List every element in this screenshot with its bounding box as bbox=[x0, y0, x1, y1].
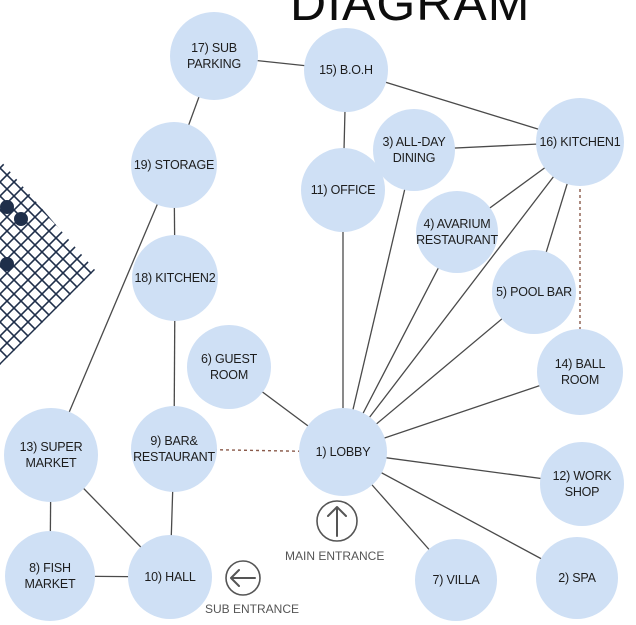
edge-n1-n2 bbox=[342, 451, 578, 579]
node-label: 18) KITCHEN2 bbox=[135, 271, 216, 285]
grid-line bbox=[0, 160, 95, 365]
node-label: 10) HALL bbox=[144, 570, 195, 584]
grid-line bbox=[0, 160, 61, 365]
grid-line bbox=[0, 160, 95, 365]
node-circle bbox=[4, 408, 98, 502]
node-n19: 19) STORAGE bbox=[131, 122, 217, 208]
node-label: 2) SPA bbox=[558, 571, 596, 585]
node-circle bbox=[536, 537, 618, 619]
node-label: RESTAURANT bbox=[416, 233, 498, 247]
grid-line bbox=[0, 160, 95, 365]
arrow-up-icon bbox=[327, 506, 347, 537]
node-circle bbox=[5, 531, 95, 621]
grid-dot bbox=[14, 212, 28, 226]
node-circle bbox=[415, 539, 497, 621]
node-label: 13) SUPER bbox=[20, 440, 83, 454]
node-n12: 12) WORK SHOP bbox=[540, 442, 624, 526]
node-label: DINING bbox=[393, 151, 436, 165]
grid-line bbox=[0, 160, 95, 365]
node-label: 1) LOBBY bbox=[316, 445, 372, 459]
node-label: 5) POOL BAR bbox=[496, 285, 572, 299]
node-n3: 3) ALL-DAY DINING bbox=[373, 109, 455, 191]
node-label: PARKING bbox=[187, 57, 241, 71]
grid-line bbox=[0, 160, 47, 365]
node-circle bbox=[301, 148, 385, 232]
node-label: 14) BALL bbox=[555, 357, 606, 371]
edge-n1-n3 bbox=[342, 149, 415, 453]
edge-n19-n13 bbox=[50, 164, 175, 456]
edge-n1-n16 bbox=[342, 141, 581, 453]
node-label: MARKET bbox=[26, 456, 77, 470]
node-n18: 18) KITCHEN2 bbox=[132, 235, 218, 321]
arrow-left-icon bbox=[230, 569, 256, 587]
node-n14: 14) BALL ROOM bbox=[537, 329, 623, 415]
node-label: ROOM bbox=[210, 368, 248, 382]
node-circle bbox=[537, 329, 623, 415]
node-n15: 15) B.O.H bbox=[304, 28, 388, 112]
main-entrance-label: MAIN ENTRANCE bbox=[285, 549, 384, 563]
node-circle bbox=[492, 250, 576, 334]
node-layer: 1) LOBBY 2) SPA 3) ALL-DAY DINING 4) AVARIUM… bbox=[4, 12, 624, 621]
node-label: 8) FISH bbox=[29, 561, 71, 575]
diagram-title: DIAGRAM bbox=[290, 0, 530, 31]
node-label: 17) SUB bbox=[191, 41, 237, 55]
node-label: 4) AVARIUM bbox=[424, 217, 491, 231]
node-circle bbox=[131, 122, 217, 208]
node-label: 19) STORAGE bbox=[134, 158, 214, 172]
node-circle bbox=[299, 408, 387, 496]
grid-line bbox=[0, 160, 95, 365]
node-n8: 8) FISH MARKET bbox=[5, 531, 95, 621]
grid-line bbox=[0, 160, 95, 365]
grid-dot bbox=[0, 257, 14, 271]
node-n11: 11) OFFICE bbox=[301, 148, 385, 232]
node-label: MARKET bbox=[25, 577, 76, 591]
node-label: 7) VILLA bbox=[432, 573, 480, 587]
grid-line bbox=[0, 160, 95, 365]
node-n4: 4) AVARIUM RESTAURANT bbox=[416, 191, 499, 273]
node-n17: 17) SUB PARKING bbox=[170, 12, 258, 100]
node-circle bbox=[304, 28, 388, 112]
grid-line bbox=[0, 160, 95, 365]
node-label: 11) OFFICE bbox=[311, 183, 375, 197]
node-n9: 9) BAR&RESTAURANT bbox=[131, 406, 217, 492]
node-n7: 7) VILLA bbox=[415, 539, 497, 621]
node-circle bbox=[416, 191, 498, 273]
node-n10: 10) HALL bbox=[128, 535, 212, 619]
node-circle bbox=[536, 98, 624, 186]
node-label: SHOP bbox=[565, 485, 600, 499]
grid-line bbox=[0, 160, 95, 365]
node-circle bbox=[132, 235, 218, 321]
grid-line bbox=[0, 160, 95, 365]
grid-dot bbox=[0, 200, 14, 214]
main-entrance: MAIN ENTRANCE bbox=[285, 500, 384, 563]
node-n2: 2) SPA bbox=[536, 537, 618, 619]
node-circle bbox=[131, 406, 217, 492]
node-n5: 5) POOL BAR bbox=[492, 250, 576, 334]
node-label: 16) KITCHEN1 bbox=[540, 135, 621, 149]
node-label: ROOM bbox=[561, 373, 599, 387]
node-circle bbox=[170, 12, 258, 100]
grid-line bbox=[0, 160, 95, 365]
node-n6: 6) GUEST ROOM bbox=[187, 325, 271, 409]
node-n16: 16) KITCHEN1 bbox=[536, 98, 624, 186]
grid-line bbox=[0, 160, 95, 365]
node-label: 15) B.O.H bbox=[319, 63, 373, 77]
node-label: 12) WORK bbox=[553, 469, 613, 483]
sub-entrance: SUB ENTRANCE bbox=[205, 560, 299, 616]
node-label: 9) BAR& bbox=[150, 434, 198, 448]
node-circle bbox=[540, 442, 624, 526]
grid-line bbox=[0, 160, 59, 365]
node-label: 3) ALL-DAY bbox=[382, 135, 446, 149]
grid-line bbox=[0, 160, 45, 365]
node-n13: 13) SUPER MARKET bbox=[4, 408, 98, 502]
node-n1: 1) LOBBY bbox=[299, 408, 387, 496]
node-circle bbox=[128, 535, 212, 619]
node-circle bbox=[187, 325, 271, 409]
node-label: 6) GUEST bbox=[201, 352, 258, 366]
sub-entrance-label: SUB ENTRANCE bbox=[205, 602, 299, 616]
node-circle bbox=[373, 109, 455, 191]
node-label: RESTAURANT bbox=[133, 450, 215, 464]
